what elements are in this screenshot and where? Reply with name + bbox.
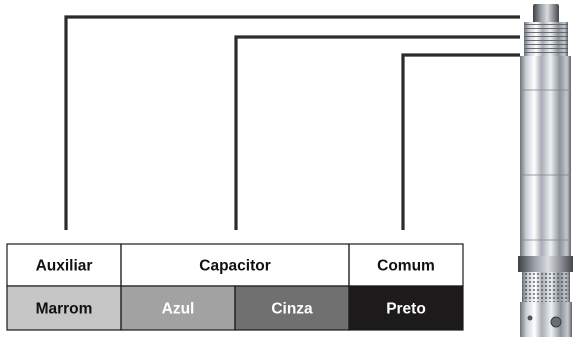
color-preto-label: Preto — [386, 301, 426, 318]
color-azul-label: Azul — [162, 301, 195, 318]
color-row: Marrom Azul Cinza Preto — [6, 285, 464, 331]
wiring-table: Auxiliar Capacitor Comum Marrom Azul Cin… — [6, 243, 464, 331]
header-cell-capacitor — [121, 244, 349, 286]
submersible-pump-image — [518, 4, 573, 337]
wire-capacitor — [234, 35, 520, 230]
header-cell-comum — [349, 244, 463, 286]
color-swatch-marrom — [7, 286, 121, 330]
header-comum-label: Comum — [377, 258, 435, 275]
color-cinza-label: Cinza — [271, 301, 313, 318]
color-swatch-preto — [349, 286, 463, 330]
wire-comum — [401, 53, 520, 230]
header-cell-auxiliar — [7, 244, 121, 286]
color-swatch-cinza — [235, 286, 349, 330]
header-row: Auxiliar Capacitor Comum — [6, 243, 464, 287]
color-swatch-azul — [121, 286, 235, 330]
header-auxiliar-label: Auxiliar — [36, 258, 93, 275]
header-capacitor-label: Capacitor — [199, 258, 271, 275]
connector-lines — [64, 15, 520, 230]
color-marrom-label: Marrom — [36, 301, 93, 318]
wire-auxiliar — [64, 15, 520, 230]
